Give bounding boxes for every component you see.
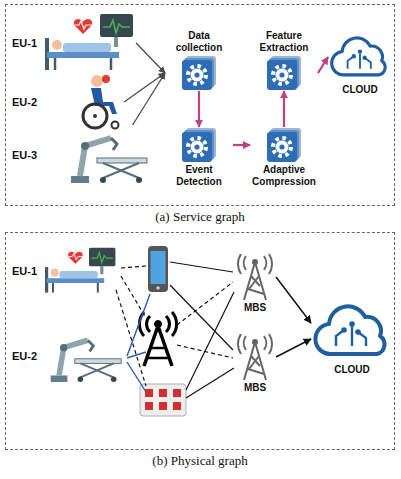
antenna-icon bbox=[139, 312, 176, 366]
node-label: Adaptive Compression bbox=[251, 164, 317, 188]
end-user-node: EU-1 bbox=[12, 12, 135, 74]
connector-arrow bbox=[133, 73, 165, 125]
cloud-node: CLOUD bbox=[312, 300, 392, 376]
node-label: EU-2 bbox=[12, 96, 37, 108]
end-user-node: EU-2 bbox=[12, 74, 123, 130]
gear-icon bbox=[267, 128, 301, 162]
table-icon bbox=[67, 126, 149, 184]
bed-icon bbox=[45, 246, 117, 296]
connector-arrow bbox=[198, 91, 200, 127]
connector-arrow bbox=[124, 73, 165, 102]
node-label: CLOUD bbox=[334, 364, 370, 376]
node-label: EU-1 bbox=[12, 37, 37, 49]
connector-arrow bbox=[318, 57, 328, 73]
panel-caption: (a) Service graph bbox=[5, 209, 395, 225]
access-links bbox=[116, 266, 150, 392]
connector-arrow bbox=[283, 91, 285, 127]
figure-panel: (a) Service graph EU-1EU-2EU-3 Data collec… bbox=[5, 4, 395, 227]
gear-icon bbox=[182, 128, 216, 162]
end-user-node: EU-1 bbox=[12, 246, 117, 296]
cloud-icon bbox=[312, 300, 392, 362]
end-user-node: EU-2 bbox=[12, 328, 123, 384]
backhaul-links bbox=[170, 262, 234, 398]
connector-arrow bbox=[276, 277, 311, 323]
gear-icon bbox=[267, 56, 301, 90]
end-user-node: EU-3 bbox=[12, 126, 149, 184]
gear-icon bbox=[182, 56, 216, 90]
wheel-icon bbox=[75, 74, 123, 130]
router-icon bbox=[140, 384, 186, 416]
node-label: MBS bbox=[244, 302, 266, 314]
figure-panel: (b) Physical graphEU-1EU-2MBSMBSCLOUD bbox=[5, 232, 395, 471]
node-label: EU-1 bbox=[12, 265, 37, 277]
node-label: Data collection bbox=[166, 30, 232, 54]
node-label: Event Detection bbox=[166, 164, 232, 188]
panel-caption: (b) Physical graph bbox=[5, 453, 395, 469]
service-node: Data collection bbox=[166, 30, 232, 90]
table-icon bbox=[47, 328, 123, 384]
node-label: EU-2 bbox=[12, 350, 37, 362]
base-station-node: MBS bbox=[235, 254, 275, 314]
service-node: Feature Extraction bbox=[251, 30, 317, 90]
node-label: CLOUD bbox=[342, 84, 378, 96]
bed-icon bbox=[45, 12, 135, 74]
tower-icon bbox=[235, 254, 275, 300]
connector-arrow bbox=[233, 144, 250, 146]
cloud-node: CLOUD bbox=[329, 32, 391, 96]
service-node: Event Detection bbox=[166, 128, 232, 188]
connector-arrow bbox=[276, 339, 311, 357]
phone-icon bbox=[148, 246, 168, 292]
cloud-icon bbox=[329, 32, 391, 82]
connector-arrow bbox=[136, 43, 165, 73]
node-label: EU-3 bbox=[12, 149, 37, 161]
service-node: Adaptive Compression bbox=[251, 128, 317, 188]
node-label: MBS bbox=[244, 382, 266, 394]
tower-icon bbox=[235, 334, 275, 380]
base-station-node: MBS bbox=[235, 334, 275, 394]
node-label: Feature Extraction bbox=[251, 30, 317, 54]
